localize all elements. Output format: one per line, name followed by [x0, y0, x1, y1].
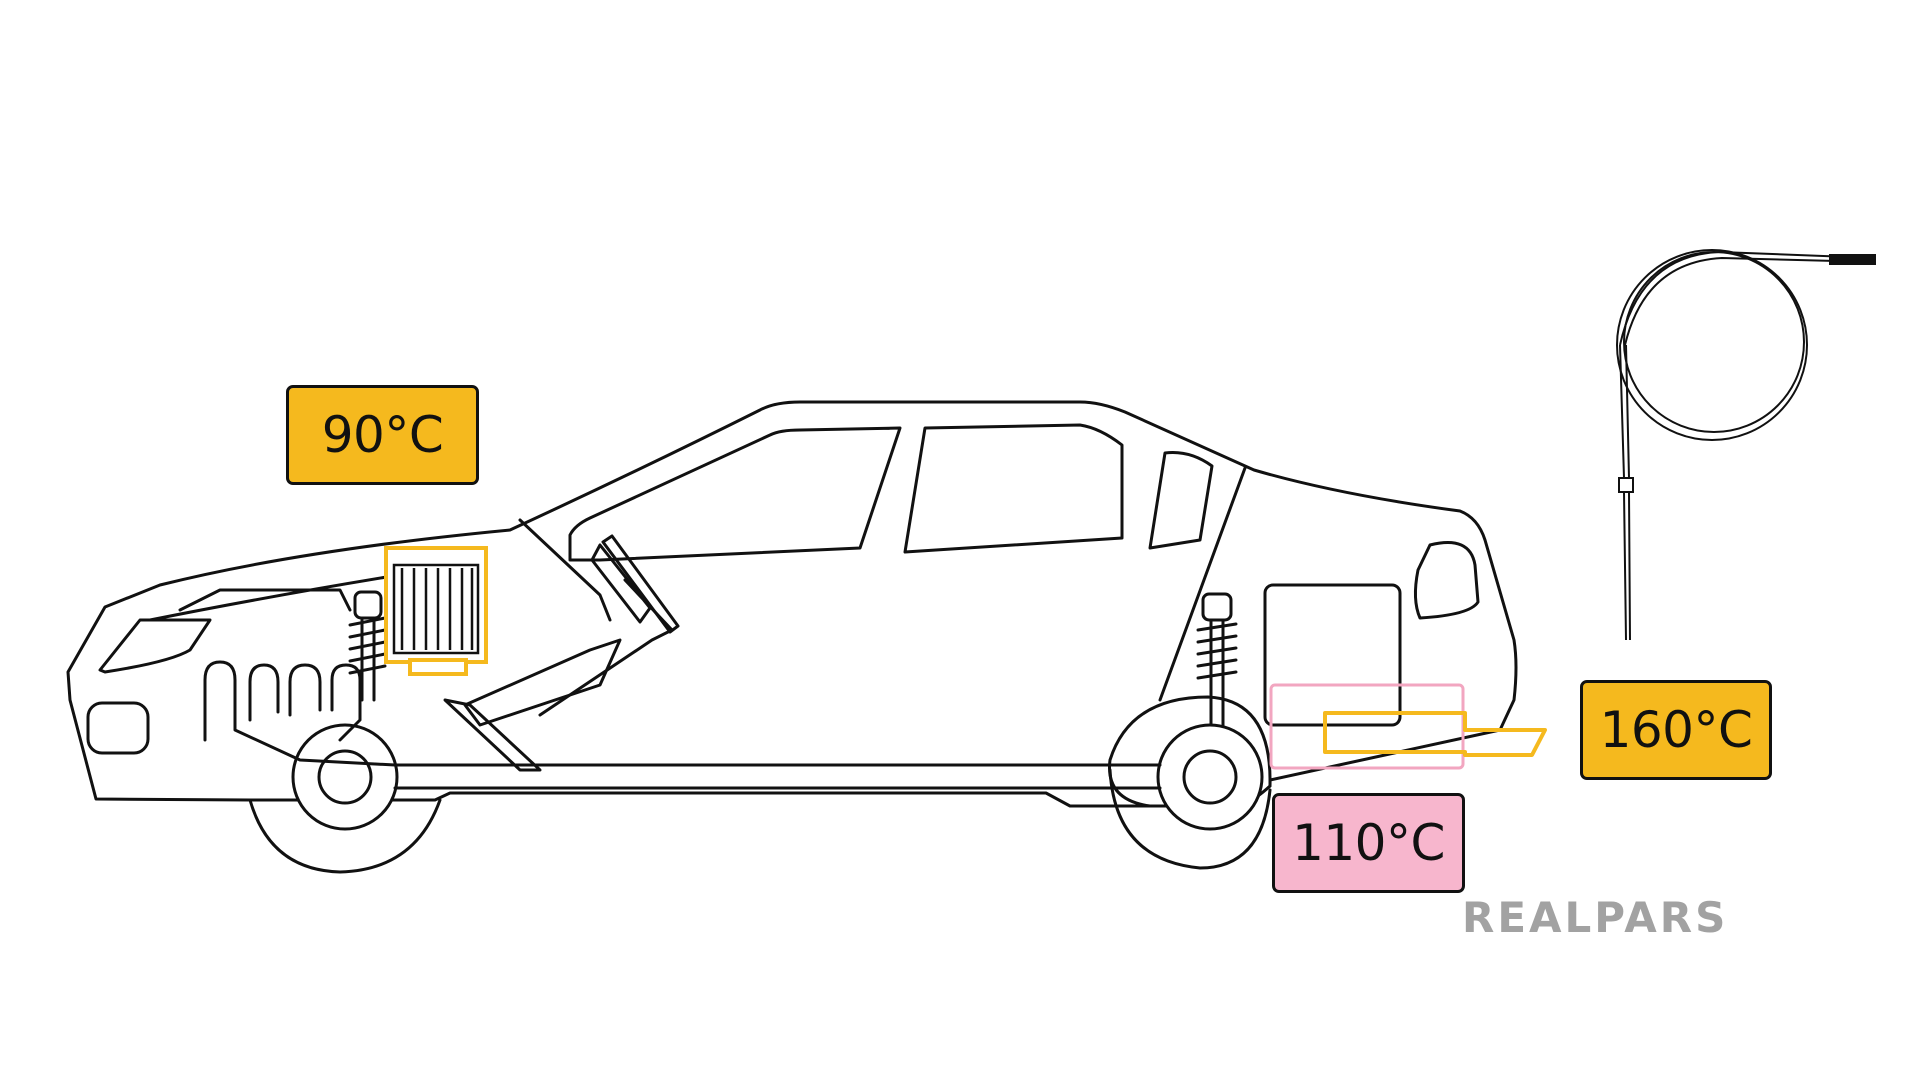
- exhaust-outlet-temperature-label: 160°C: [1580, 680, 1772, 780]
- rear-wheel-arch: [1108, 695, 1272, 808]
- fog-light: [86, 701, 150, 755]
- rear-suspension-spring: [1196, 592, 1238, 727]
- exhaust-pipe-icon: [1323, 711, 1547, 757]
- catalytic-converter-temperature-label: 110°C: [1272, 793, 1465, 893]
- radiator-icon: [384, 546, 488, 676]
- temperature-probe-icon: [1616, 249, 1876, 641]
- rear-wheel: [1156, 723, 1264, 831]
- front-wheel: [291, 723, 399, 831]
- windshield: [568, 426, 902, 562]
- front-suspension-spring: [348, 590, 387, 702]
- steering-wheel: [601, 534, 680, 634]
- door-seam: [1158, 466, 1247, 702]
- chassis-rail: [393, 763, 1162, 790]
- radiator-temperature-label: 90°C: [286, 385, 479, 485]
- front-wheel-arch: [248, 798, 442, 874]
- car-body-outline: [66, 400, 1518, 808]
- headlight: [98, 618, 212, 674]
- taillight: [1413, 541, 1480, 620]
- realpars-logo: REALPARS: [1462, 893, 1729, 942]
- rear-side-window: [1148, 451, 1214, 550]
- steering-column: [538, 543, 674, 717]
- front-side-window: [903, 423, 1124, 554]
- rear-compartment: [1263, 583, 1402, 727]
- exhaust-manifold: [203, 660, 397, 767]
